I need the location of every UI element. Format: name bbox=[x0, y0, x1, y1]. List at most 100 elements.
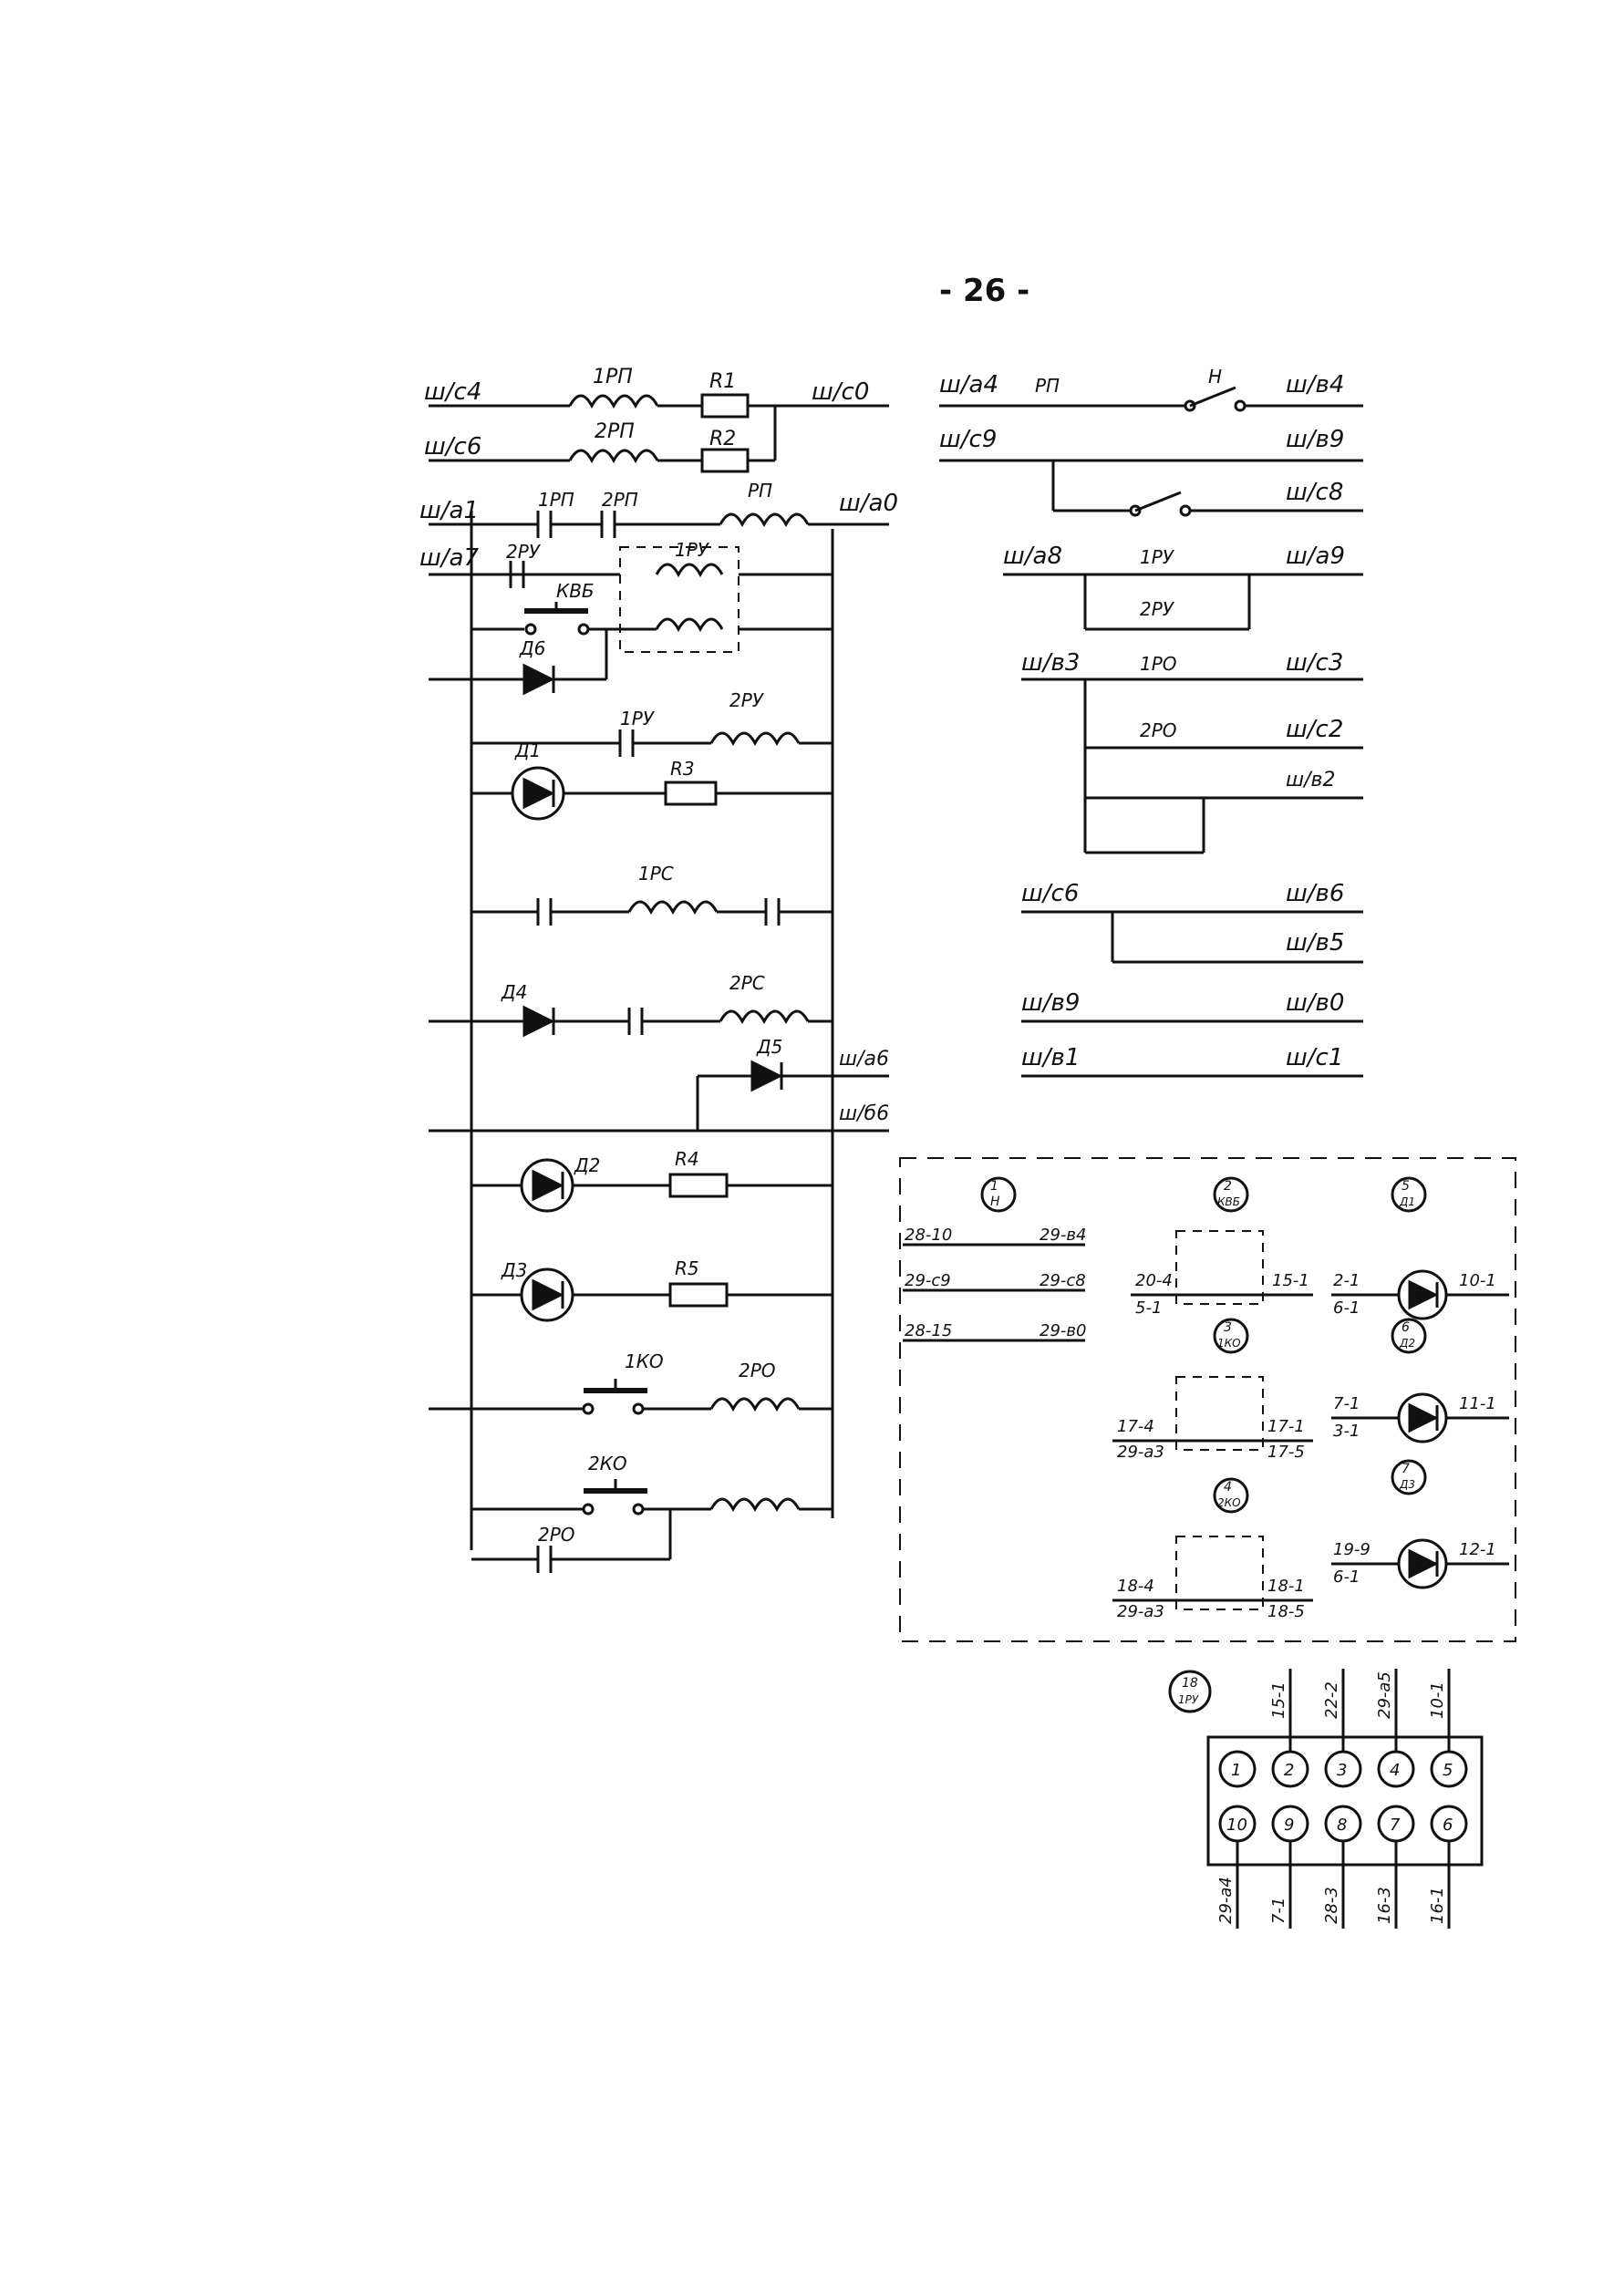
term-b4: ш/в4 bbox=[1286, 371, 1344, 398]
r5-label: R5 bbox=[675, 1257, 699, 1279]
terminal-block: 18 1РУ 1 2 3 4 5 10 9 8 7 6 15-1 22-2 29… bbox=[1168, 1669, 1484, 1929]
tb-bottom-wire-8: 28-3 bbox=[1322, 1887, 1341, 1924]
tb-bottom-wire-6: 16-1 bbox=[1428, 1887, 1447, 1924]
contact-2ru-a: 2РУ bbox=[506, 541, 542, 563]
conn-1-wire-c: 29-с9 bbox=[905, 1271, 951, 1290]
conn-3-wire-c: 17-1 bbox=[1267, 1417, 1305, 1436]
coil-rp-label: РП bbox=[748, 480, 772, 502]
tb-bottom-wire-10: 29-а4 bbox=[1216, 1877, 1236, 1924]
conn-2-wire-a: 20-4 bbox=[1135, 1271, 1173, 1290]
term-c9: ш/с9 bbox=[939, 426, 997, 453]
term-a9: ш/а9 bbox=[1286, 543, 1345, 570]
term-c3: ш/с3 bbox=[1286, 649, 1343, 677]
term-a0: ш/а0 bbox=[839, 490, 898, 517]
h-label-1: Н bbox=[1208, 366, 1222, 388]
term-b6r: ш/в6 bbox=[1286, 880, 1344, 907]
tb-id: 18 bbox=[1182, 1676, 1198, 1691]
term-c2: ш/с2 bbox=[1286, 716, 1343, 743]
term-c8: ш/с8 bbox=[1286, 479, 1343, 506]
term-c1: ш/с1 bbox=[1286, 1044, 1343, 1071]
term-c6r: ш/с6 bbox=[1021, 880, 1079, 907]
coil-2rs-label: 2РС bbox=[729, 972, 765, 994]
conn-6-wire-c: 11-1 bbox=[1459, 1394, 1496, 1413]
ko1-label: 1КО bbox=[625, 1350, 664, 1372]
coil-2ro-a-label: 2РО bbox=[739, 1360, 776, 1381]
conn-6-wire-a: 7-1 bbox=[1333, 1394, 1360, 1413]
conn-7-wire-c: 12-1 bbox=[1459, 1540, 1496, 1559]
conn-3-wire-d: 17-5 bbox=[1267, 1443, 1305, 1462]
tb-pin-6: 6 bbox=[1443, 1816, 1453, 1835]
coil-1rp-label: 1РП bbox=[593, 366, 633, 388]
conn-7-wire-a: 19-9 bbox=[1333, 1540, 1371, 1559]
ko2-label: 2КО bbox=[588, 1453, 627, 1474]
coil-2rp-label: 2РП bbox=[595, 420, 635, 443]
conn-1-wire-b: 29-в4 bbox=[1040, 1226, 1086, 1245]
tb-bottom-pins: 10 9 8 7 6 bbox=[1218, 1805, 1468, 1843]
tb-top-wire-5: 10-1 bbox=[1428, 1681, 1447, 1719]
diode-d1-label: Д1 bbox=[514, 740, 541, 761]
conn-1-wire-d: 29-с8 bbox=[1040, 1271, 1086, 1290]
conn-3-wire-a: 17-4 bbox=[1117, 1417, 1154, 1436]
ru2-label: 2РУ bbox=[1140, 598, 1175, 620]
left-schematic: ш/с4 1РП R1 ш/с0 ш/с6 2РП R2 ш/а1 1РП 2Р… bbox=[419, 366, 898, 1573]
term-a4: ш/а4 bbox=[939, 371, 998, 398]
tb-pin-9: 9 bbox=[1284, 1816, 1294, 1835]
conn-3-id: 3 bbox=[1224, 1320, 1232, 1335]
conn-4-wire-c: 18-1 bbox=[1267, 1577, 1305, 1596]
ro1-label: 1РО bbox=[1140, 653, 1177, 675]
term-b9: ш/в9 bbox=[1286, 426, 1344, 453]
ru1-label: 1РУ bbox=[1140, 546, 1175, 568]
contact-1rp-a: 1РП bbox=[538, 489, 574, 511]
conn-4-id: 4 bbox=[1224, 1480, 1232, 1495]
r4-label: R4 bbox=[675, 1148, 699, 1170]
connector-box: 1 Н 28-10 29-в4 29-с9 29-с8 28-15 29-в0 … bbox=[899, 1157, 1516, 1642]
tb-pin-5: 5 bbox=[1443, 1761, 1453, 1780]
coil-2ru-label: 2РУ bbox=[729, 689, 765, 711]
conn-1-id: 1 bbox=[990, 1179, 998, 1194]
tb-pin-10: 10 bbox=[1226, 1816, 1247, 1835]
tb-top-pins: 1 2 3 4 5 bbox=[1218, 1750, 1468, 1788]
tb-top-wire-3: 22-2 bbox=[1322, 1681, 1341, 1719]
term-a6: ш/а6 bbox=[839, 1048, 889, 1071]
conn-7-id: 7 bbox=[1402, 1462, 1410, 1476]
conn-1-wire-a: 28-10 bbox=[905, 1226, 952, 1245]
tb-pin-7: 7 bbox=[1390, 1816, 1401, 1835]
conn-1-wire-e: 28-15 bbox=[905, 1321, 952, 1340]
diode-d3-label: Д3 bbox=[501, 1259, 527, 1281]
conn-1-tag: Н bbox=[990, 1195, 1000, 1209]
term-a1: ш/а1 bbox=[419, 497, 479, 524]
diode-d2-label: Д2 bbox=[574, 1154, 600, 1176]
tb-bottom-wire-9: 7-1 bbox=[1269, 1898, 1288, 1924]
conn-4-wire-a: 18-4 bbox=[1117, 1577, 1154, 1596]
kvb-label: КВБ bbox=[556, 580, 595, 602]
conn-2-wire-c: 15-1 bbox=[1272, 1271, 1309, 1290]
ro2-label: 2РО bbox=[1140, 719, 1177, 741]
tb-pin-4: 4 bbox=[1390, 1761, 1400, 1780]
conn-4-tag: 2КО bbox=[1217, 1496, 1241, 1509]
tb-pin-3: 3 bbox=[1337, 1761, 1347, 1780]
conn-1-wire-f: 29-в0 bbox=[1040, 1321, 1086, 1340]
conn-2-tag: КВБ bbox=[1217, 1195, 1240, 1208]
contact-2ro-label: 2РО bbox=[538, 1524, 575, 1546]
conn-3-wire-b: 29-а3 bbox=[1117, 1443, 1164, 1462]
term-b2: ш/в2 bbox=[1286, 769, 1336, 791]
r1-label: R1 bbox=[709, 370, 736, 393]
conn-6-id: 6 bbox=[1402, 1320, 1410, 1335]
right-schematic: ш/а4 РП Н ш/в4 ш/с9 ш/в9 ш/с8 ш/а8 ш/а9 … bbox=[939, 366, 1363, 1078]
term-b5: ш/в5 bbox=[1286, 929, 1344, 957]
term-sc4: ш/с4 bbox=[424, 378, 481, 406]
diode-d4-label: Д4 bbox=[501, 981, 527, 1003]
tb-pin-8: 8 bbox=[1337, 1816, 1347, 1835]
conn-5-wire-a: 2-1 bbox=[1333, 1271, 1360, 1290]
diode-d6-label: Д6 bbox=[519, 637, 545, 659]
term-a7: ш/а7 bbox=[419, 544, 479, 572]
contact-1ru-b: 1РУ bbox=[620, 708, 656, 729]
tb-pin-1: 1 bbox=[1231, 1761, 1241, 1780]
tb-pin-2: 2 bbox=[1284, 1761, 1294, 1780]
conn-4-wire-d: 18-5 bbox=[1267, 1602, 1305, 1621]
conn-7-wire-b: 6-1 bbox=[1333, 1567, 1360, 1587]
conn-4-wire-b: 29-а3 bbox=[1117, 1602, 1164, 1621]
coil-1rs-label: 1РС bbox=[638, 863, 674, 885]
coil-1ru-label: 1РУ bbox=[675, 539, 710, 561]
